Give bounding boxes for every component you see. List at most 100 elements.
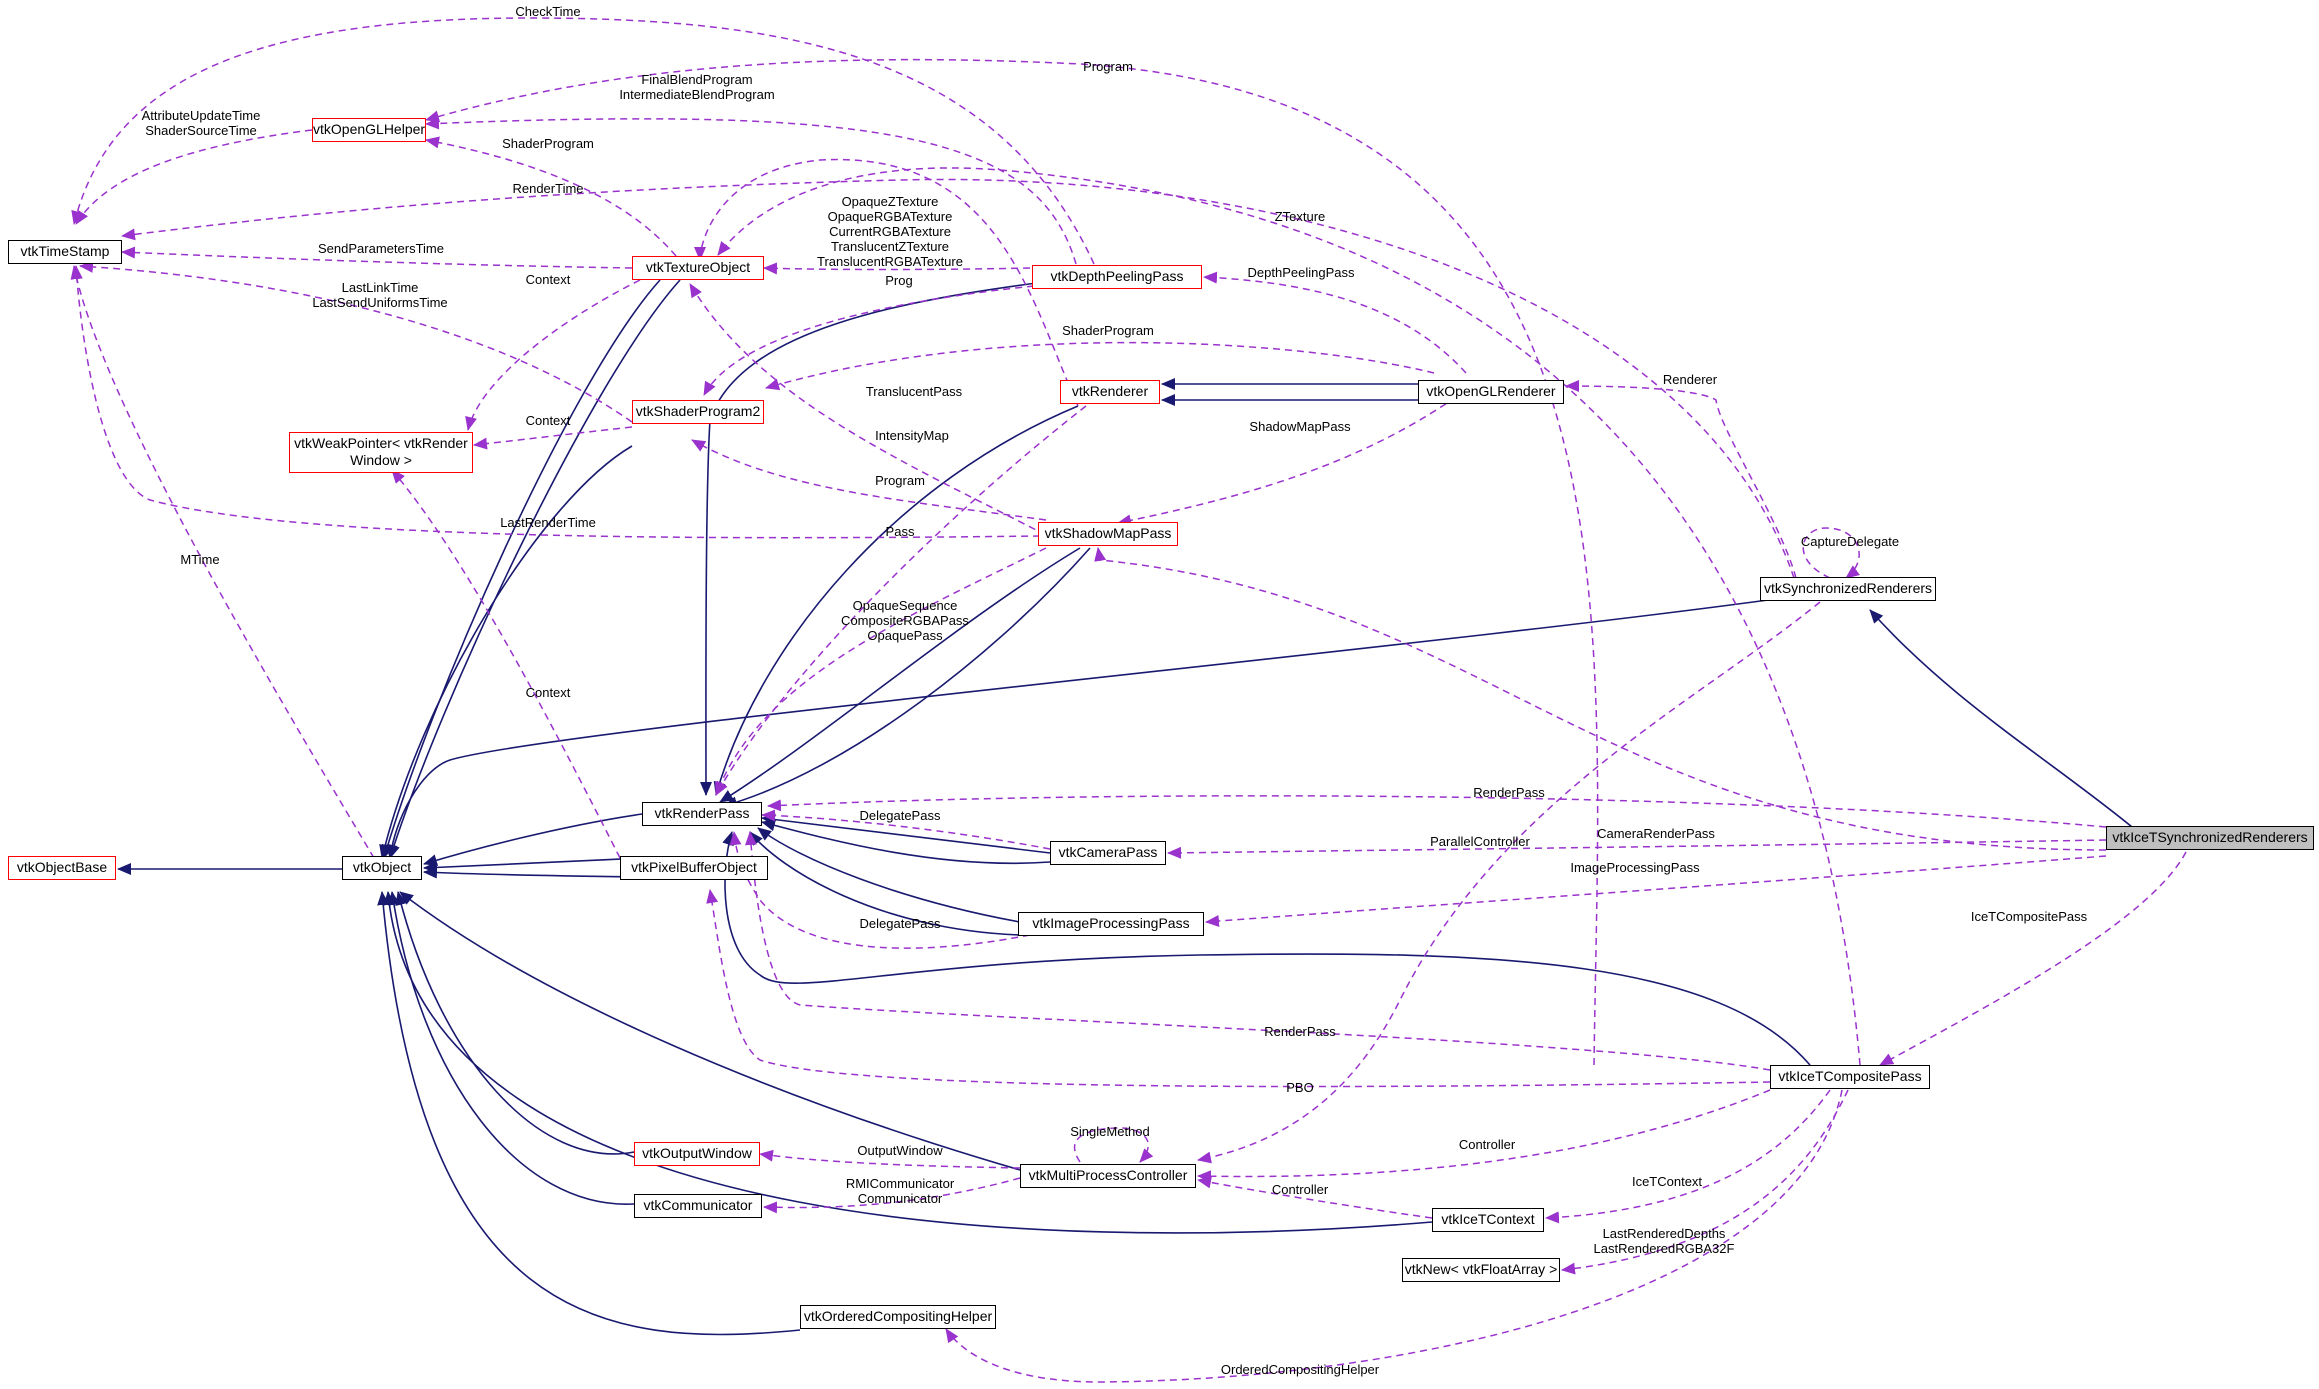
edge-depthpeelingpass [1203, 271, 1467, 374]
edge-label-text: RenderPass [1473, 785, 1545, 800]
edge-label-text: Program [1083, 59, 1133, 74]
edge-label: ImageProcessingPass [1570, 860, 1699, 875]
node-vtkIceTContext[interactable]: vtkIceTContext [1432, 1208, 1544, 1232]
edge-label-text: IceTCompositePass [1970, 909, 2088, 924]
edge-label-text: OrderedCompositingHelper [1220, 1362, 1380, 1377]
node-label: vtkRenderPass [654, 805, 750, 821]
edge-label-text: PBO [1286, 1080, 1314, 1095]
edge-label: Program [1083, 59, 1133, 74]
node-vtkOrderedCompositingHelper[interactable]: vtkOrderedCompositingHelper [800, 1305, 996, 1329]
edge-renderpass-to-object [423, 813, 643, 866]
edge-label: OutputWindow [857, 1143, 942, 1158]
edge-label-text: TranslucentRGBATexture [817, 254, 963, 269]
edge-shaderprogram-helper [425, 136, 677, 257]
edge-label-text: OpaqueZTexture [841, 194, 939, 209]
edge-label-text: SendParametersTime [318, 241, 444, 256]
node-label: vtkCameraPass [1058, 844, 1158, 860]
edge-label-text: LastSendUniformsTime [312, 295, 448, 310]
edge-label: Renderer [1663, 372, 1717, 387]
edge-label-text: OpaquePass [867, 628, 943, 643]
edge-icetcontext [1545, 1089, 1831, 1224]
edge-label-text: IntensityMap [875, 428, 949, 443]
edge-texture-to-object-2 [388, 279, 681, 859]
edge-renderer [1565, 380, 1797, 579]
node-label: vtkMultiProcessController [1028, 1167, 1188, 1183]
node-vtkShadowMapPass[interactable]: vtkShadowMapPass [1038, 522, 1178, 546]
edge-label-text: Context [525, 685, 571, 700]
node-label: vtkImageProcessingPass [1032, 915, 1190, 931]
edge-label-text: IntermediateBlendProgram [619, 87, 775, 102]
edge-capturedelegate [1802, 527, 1860, 579]
edge-translucent-to-renderpass [715, 405, 1087, 796]
edge-label: ParallelController [1430, 834, 1530, 849]
edge-label: PBO [1286, 1080, 1313, 1095]
edge-label-text: OpaqueRGBATexture [827, 209, 953, 224]
edge-renderer-to-renderpass [713, 405, 1079, 796]
node-label: vtkIceTContext [1441, 1211, 1535, 1227]
node-vtkOpenGLHelper[interactable]: vtkOpenGLHelper [312, 118, 426, 142]
edge-label: MTime [180, 552, 219, 567]
node-vtkRenderer[interactable]: vtkRenderer [1060, 380, 1160, 404]
edge-shadow-to-renderpass [719, 547, 1081, 803]
node-vtkOpenGLRenderer[interactable]: vtkOpenGLRenderer [1418, 380, 1564, 404]
edge-camera-to-renderpass-2 [761, 819, 1051, 865]
edge-multiproc-to-object [399, 891, 1021, 1171]
edge-attrupdate [75, 129, 313, 225]
node-label: vtkIceTSynchronizedRenderers [2112, 829, 2308, 845]
node-vtkIceTCompositePass[interactable]: vtkIceTCompositePass [1770, 1065, 1930, 1089]
edge-parallelcontroller [1094, 547, 2107, 851]
node-vtkRenderPass[interactable]: vtkRenderPass [642, 802, 762, 826]
edge-label: CheckTime [515, 4, 580, 19]
edge-label: DelegatePass [860, 808, 941, 823]
edge-label-text: Communicator [857, 1191, 943, 1206]
node-vtkSynchronizedRenderers[interactable]: vtkSynchronizedRenderers [1760, 577, 1936, 601]
node-vtkTimeStamp[interactable]: vtkTimeStamp [8, 240, 122, 264]
node-vtkCameraPass[interactable]: vtkCameraPass [1050, 841, 1166, 865]
edge-shader-to-object [379, 445, 633, 859]
edge-label: RenderPass [1473, 785, 1545, 800]
node-vtkTextureObject[interactable]: vtkTextureObject [632, 256, 764, 280]
node-vtkImageProcessingPass[interactable]: vtkImageProcessingPass [1018, 912, 1204, 936]
edge-label: Prog [885, 273, 912, 288]
edge-program [425, 58, 1599, 1066]
edge-label: ZTexture [1275, 209, 1326, 224]
edge-icetsync-to-syncrend [1869, 609, 2133, 828]
edge-pbo [706, 889, 1771, 1088]
edge-context-shader [473, 426, 633, 450]
edge-label: ShaderProgram [1062, 323, 1154, 338]
node-vtkObjectBase[interactable]: vtkObjectBase [8, 856, 116, 880]
node-vtkNewFloatArray[interactable]: vtkNew< vtkFloatArray > [1402, 1258, 1560, 1282]
edge-shadowmappass [1117, 396, 1457, 527]
edge-label: Controller [1459, 1137, 1515, 1152]
edge-rmi [763, 1177, 1021, 1214]
edge-label-text: CaptureDelegate [1800, 534, 1900, 549]
edge-label-text: ParallelController [1430, 834, 1530, 849]
node-vtkDepthPeelingPass[interactable]: vtkDepthPeelingPass [1032, 265, 1202, 289]
edge-label-text: Renderer [1662, 372, 1718, 387]
edge-label-text: LastLinkTime [341, 280, 419, 295]
node-vtkCommunicator[interactable]: vtkCommunicator [634, 1194, 762, 1218]
edge-label-text: Controller [1271, 1182, 1329, 1197]
node-vtkObject[interactable]: vtkObject [342, 856, 422, 880]
node-vtkPixelBufferObject[interactable]: vtkPixelBufferObject [620, 856, 768, 880]
edge-label: DelegatePass [860, 916, 941, 931]
edge-prog [703, 285, 1035, 396]
edge-imageproc-to-renderpass [757, 827, 1021, 923]
node-label: vtkOpenGLRenderer [1426, 383, 1556, 399]
edge-label-text: TranslucentPass [865, 384, 963, 399]
node-label-line2: Window > [350, 452, 412, 468]
edge-renderpass-composite [745, 831, 1771, 1071]
node-label: vtkSynchronizedRenderers [1763, 580, 1933, 596]
node-vtkIceTSynchronizedRenderers[interactable]: vtkIceTSynchronizedRenderers [2106, 826, 2314, 850]
node-vtkShaderProgram2[interactable]: vtkShaderProgram2 [632, 400, 764, 424]
edge-icetcompositepass [1879, 851, 2187, 1066]
node-vtkOutputWindow[interactable]: vtkOutputWindow [634, 1142, 760, 1166]
edge-label-text: Controller [1458, 1137, 1516, 1152]
edge-outputwindow-to-object [395, 891, 635, 1155]
node-vtkMultiProcessController[interactable]: vtkMultiProcessController [1020, 1164, 1196, 1188]
edge-shaderprogram-gl [765, 341, 1435, 391]
